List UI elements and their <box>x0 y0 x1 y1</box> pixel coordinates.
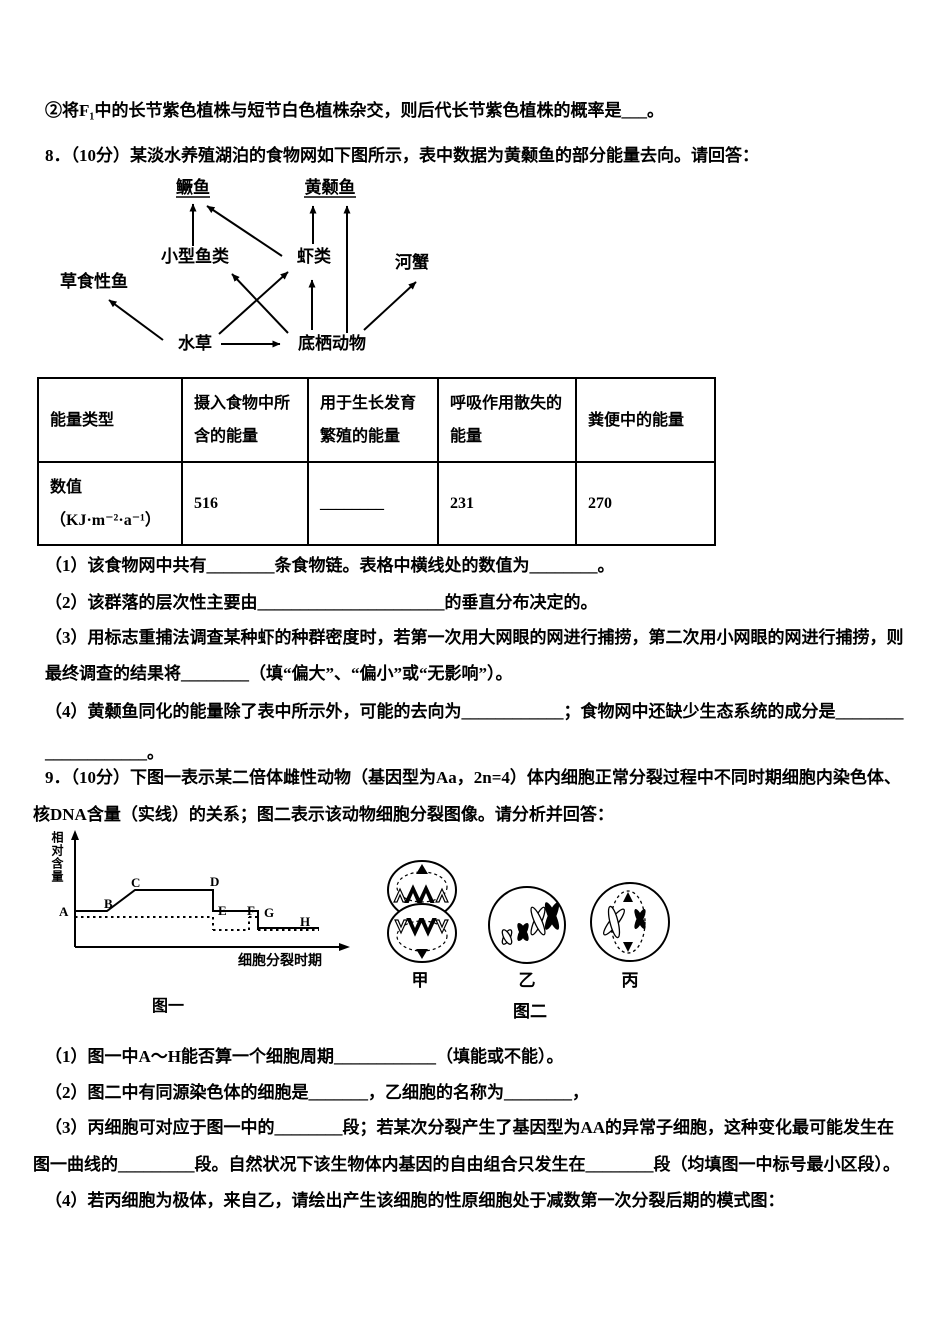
node-shuicao: 水草 <box>178 333 212 353</box>
node-hexie: 河蟹 <box>395 252 429 272</box>
fig1-x-axis-arrow <box>339 943 350 951</box>
table-value-cell: 516 <box>183 463 309 544</box>
chromosome-x-white-large <box>603 905 625 939</box>
node-xialei: 虾类 <box>297 246 332 266</box>
cell-jia-label: 甲 <box>411 971 429 990</box>
spindle-pole-icon <box>623 892 633 902</box>
cell-bing-label: 丙 <box>621 971 639 990</box>
cell-yi <box>488 886 566 964</box>
q9-sub1: （1）图一中A～H能否算一个细胞周期____________（填能或不能）。 <box>45 1047 564 1066</box>
q7-sub-question-2: ②将F₁中的长节紫色植株与短节白色植株杂交，则后代长节紫色植株的概率是___。 <box>45 101 664 120</box>
food-web-diagram: 鳜鱼 黄颡鱼 小型鱼类 虾类 河蟹 草食性鱼 水草 底栖动物 <box>60 177 429 353</box>
fig1-point-E: E <box>218 903 227 918</box>
table-value-cell: 数值（KJ·m⁻²·a⁻¹） <box>39 463 183 544</box>
q8-sub3-line2: 最终调查的结果将________（填“偏大”、“偏小”或“无影响”）。 <box>45 664 513 683</box>
chromosomes-top-group <box>393 884 449 903</box>
fig1-point-D: D <box>210 874 219 889</box>
table-header-cell: 能量类型 <box>39 379 183 463</box>
table-value-cell: 270 <box>588 495 612 512</box>
fig1-chromosome-dashed-line <box>75 916 319 931</box>
energy-table: 能量类型 摄入食物中所含的能量 用于生长发育繁殖的能量 呼吸作用散失的能量 粪便… <box>37 377 716 546</box>
q8-sub2: （2）该群落的层次性主要由______________________的垂直分布… <box>45 593 598 612</box>
q8-intro: 8．（10分）某淡水养殖湖泊的食物网如下图所示，表中数据为黄颡鱼的部分能量去向。… <box>45 146 759 165</box>
q8-sub1: （1）该食物网中共有________条食物链。表格中横线处的数值为_______… <box>45 556 615 575</box>
node-caoshixingyu: 草食性鱼 <box>60 271 128 291</box>
cell-yi-label: 乙 <box>518 971 536 990</box>
fig1-y-axis-label: 相对含量 <box>50 831 64 883</box>
table-header-cell: 用于生长发育繁殖的能量 <box>309 379 439 463</box>
chromosome-x-black-small <box>634 909 646 929</box>
fig1-point-G: G <box>264 905 274 920</box>
chromosome-x-white-large <box>530 906 546 936</box>
fig1-caption: 图一 <box>151 998 184 1015</box>
node-diqidongwu: 底栖动物 <box>298 333 366 353</box>
table-header-cell: 呼吸作用散失的能量 <box>439 379 577 463</box>
fig1-chart: A B C D E F G H <box>59 830 350 951</box>
fig1-y-axis-arrow <box>71 830 79 840</box>
chromosome-x-black-large <box>544 902 560 930</box>
spindle-pole-icon <box>623 942 633 952</box>
q9-intro-line2: 核DNA含量（实线）的关系；图二表示该动物细胞分裂图像。请分析并回答： <box>33 805 614 824</box>
spindle-pole-icon <box>416 949 428 959</box>
table-header-cell: 摄入食物中所含的能量 <box>183 379 309 463</box>
arrow-benthos-to-crab <box>363 281 417 331</box>
node-huangsangyu: 黄颡鱼 <box>305 177 356 197</box>
fig1-point-C: C <box>131 875 140 890</box>
arrow-benthos-to-smallfish <box>231 273 289 334</box>
arrow-shrimp-to-guiyu <box>206 205 283 257</box>
arrow-waterweed-to-herbivorousfish <box>108 299 164 341</box>
table-value-cell: 231 <box>439 463 577 544</box>
q9-intro-line1: 9．（10分）下图一表示某二倍体雌性动物（基因型为Aa，2n=4）体内细胞正常分… <box>45 768 901 787</box>
fig1-point-H: H <box>300 914 310 929</box>
spindle-pole-icon <box>416 864 428 874</box>
fig1-point-F: F <box>247 903 255 918</box>
q9-sub3-line1: （3）丙细胞可对应于图一中的________段；若某次分裂产生了基因型为AA的异… <box>45 1118 895 1137</box>
fig2-cell-diagrams <box>387 860 670 964</box>
cell-jia <box>387 860 457 963</box>
chromosome-x-black-small <box>517 923 529 941</box>
table-header-cell: 粪便中的能量 <box>577 379 714 463</box>
q8-sub3-line1: （3）用标志重捕法调查某种虾的种群密度时，若第一次用大网眼的网进行捕捞，第二次用… <box>45 628 904 647</box>
chromosome-x-white-small <box>501 929 513 945</box>
arrow-waterweed-to-shrimp <box>218 271 289 335</box>
chromosomes-bottom-group <box>394 918 449 937</box>
q9-sub2: （2）图二中有同源染色体的细胞是_______，乙细胞的名称为________， <box>45 1083 589 1102</box>
fig1-point-A: A <box>59 904 69 919</box>
q8-sub4-line2: ____________。 <box>45 743 164 762</box>
fig1-x-axis-label: 细胞分裂时期 <box>238 952 322 968</box>
fig2-caption: 图二 <box>513 1002 547 1021</box>
q9-sub4: （4）若丙细胞为极体，来自乙，请绘出产生该细胞的性原细胞处于减数第一次分裂后期的… <box>45 1191 785 1210</box>
node-xiaoxingyulei: 小型鱼类 <box>161 246 230 266</box>
node-guiyu: 鳜鱼 <box>176 177 210 197</box>
q8-sub4-line1: （4）黄颡鱼同化的能量除了表中所示外，可能的去向为____________；食物… <box>45 702 904 721</box>
table-value-cell: ________ <box>309 463 439 544</box>
fig1-point-B: B <box>104 896 113 911</box>
cell-bing <box>590 882 670 962</box>
q9-sub3-line2: 图一曲线的_________段。自然状况下该生物体内基因的自由组合只发生在___… <box>33 1155 900 1174</box>
